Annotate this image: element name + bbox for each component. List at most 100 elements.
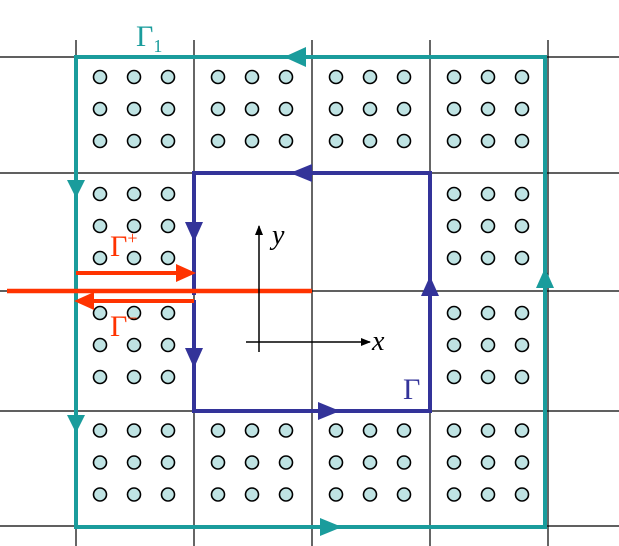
particle-dot (480, 487, 496, 502)
particle-dot (446, 305, 462, 321)
particle-dot (328, 69, 344, 85)
label-y-axis: y (269, 220, 285, 251)
particle-dot (480, 369, 496, 385)
particle-dot (362, 133, 378, 149)
particle-dot (160, 218, 176, 234)
particle-dot (514, 250, 530, 266)
particle-dot (160, 369, 176, 385)
particle-dot (92, 423, 108, 438)
particle-dot (126, 250, 142, 266)
particle-dot (514, 101, 530, 117)
particle-dot (278, 487, 294, 502)
particle-dot (92, 186, 108, 202)
particle-dot (362, 487, 378, 502)
particle-dot (92, 337, 108, 353)
inner-arrow-left-upper (185, 222, 203, 242)
particle-dot (514, 369, 530, 385)
particle-dot (210, 69, 226, 85)
particle-dot (446, 487, 462, 502)
gamma-plus-arrow-head (176, 264, 196, 282)
outer-arrow-right (536, 268, 554, 288)
particle-field (92, 69, 530, 502)
particle-dot (446, 455, 462, 470)
particle-dot (160, 186, 176, 202)
particle-dot (328, 455, 344, 470)
particle-dot (328, 101, 344, 117)
particle-dot (396, 133, 412, 149)
label-gamma: Γ (403, 373, 420, 406)
particle-dot (446, 250, 462, 266)
particle-dot (126, 133, 142, 149)
particle-dot (480, 69, 496, 85)
coordinate-axes (246, 225, 371, 352)
particle-dot (92, 218, 108, 234)
crack-group (7, 264, 312, 310)
label-gamma-minus: Γ− (110, 308, 138, 343)
particle-dot (126, 69, 142, 85)
inner-arrow-top (290, 164, 312, 182)
particle-dot (514, 487, 530, 502)
particle-dot (328, 487, 344, 502)
particle-dot (480, 218, 496, 234)
particle-dot (480, 250, 496, 266)
particle-dot (514, 305, 530, 321)
particle-dot (396, 487, 412, 502)
particle-dot (92, 250, 108, 266)
outer-arrow-left-1 (67, 180, 85, 198)
particle-dot (396, 69, 412, 85)
particle-dot (328, 133, 344, 149)
particle-dot (514, 337, 530, 353)
particle-dot (92, 101, 108, 117)
inner-arrow-right (421, 276, 439, 296)
particle-dot (244, 101, 260, 117)
inner-contour-gamma (185, 164, 439, 420)
particle-dot (126, 337, 142, 353)
particle-dot (480, 133, 496, 149)
particle-dot (160, 133, 176, 149)
particle-dot (210, 455, 226, 470)
particle-dot (480, 186, 496, 202)
particle-dot (446, 369, 462, 385)
particle-dot (92, 455, 108, 470)
particle-dot (160, 69, 176, 85)
particle-dot (514, 186, 530, 202)
particle-dot (446, 133, 462, 149)
particle-dot (160, 305, 176, 321)
particle-dot (328, 423, 344, 438)
particle-dot (92, 369, 108, 385)
particle-dot (278, 101, 294, 117)
particle-dot (160, 101, 176, 117)
particle-dot (514, 423, 530, 438)
particle-dot (278, 423, 294, 438)
particle-dot (514, 218, 530, 234)
particle-dot (244, 133, 260, 149)
particle-dot (480, 423, 496, 438)
particle-dot (126, 305, 142, 321)
particle-dot (126, 218, 142, 234)
label-gamma-minus-sup: − (127, 308, 137, 328)
particle-dot (446, 69, 462, 85)
particle-dot (160, 250, 176, 266)
particle-dot (480, 305, 496, 321)
inner-arrow-left-lower (185, 348, 203, 368)
particle-dot (92, 133, 108, 149)
particle-dot (362, 101, 378, 117)
particle-dot (446, 337, 462, 353)
particle-dot (514, 133, 530, 149)
label-gamma1-sub: 1 (153, 36, 162, 56)
particle-dot (210, 101, 226, 117)
label-gamma-plus: Γ+ (110, 228, 138, 263)
particle-dot (92, 487, 108, 502)
particle-dot (278, 133, 294, 149)
particle-dot (446, 186, 462, 202)
particle-dot (362, 455, 378, 470)
particle-dot (446, 423, 462, 438)
particle-dot (160, 337, 176, 353)
inner-arrow-bottom (318, 402, 340, 420)
particle-dot (126, 186, 142, 202)
particle-dot (160, 455, 176, 470)
particle-dot (126, 101, 142, 117)
particle-dot (160, 423, 176, 438)
